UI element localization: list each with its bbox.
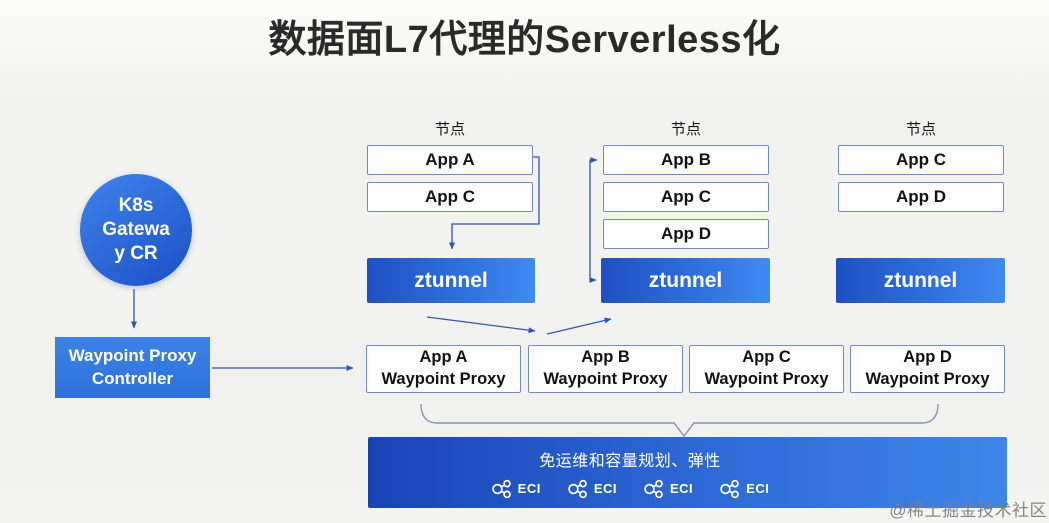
eci-item: ECI <box>567 479 617 499</box>
waypoint-proxy-app-c: App C Waypoint Proxy <box>689 345 844 393</box>
node-1-app-a: App A <box>367 145 533 175</box>
node-2-app-b: App B <box>603 145 769 175</box>
eci-cluster-icon <box>568 479 587 498</box>
node-2-label: 节点 <box>670 121 701 138</box>
eci-label: ECI <box>670 481 694 496</box>
arrow-waypoints-to-ztunnel2 <box>546 317 612 335</box>
eci-row: ECI ECI ECI ECI <box>491 479 770 499</box>
eci-cluster-icon <box>491 479 511 498</box>
node-3-ztunnel: ztunnel <box>836 258 1005 303</box>
controller-line: Controller <box>91 368 174 388</box>
wp-line1: App D <box>903 348 952 367</box>
arrow-node2-to-ztunnel <box>589 219 597 283</box>
serverless-bar-content: 免运维和容量规划、弹性 ECI ECI ECI ECI <box>368 437 892 508</box>
node-2-app-c: App C <box>603 182 769 212</box>
k8s-circle-line: K8s <box>118 195 154 217</box>
wp-line1: App A <box>419 348 468 367</box>
wp-line1: App C <box>742 348 791 367</box>
eci-cluster-icon <box>644 479 663 498</box>
wp-line2: Waypoint Proxy <box>381 370 506 388</box>
k8s-circle-line: y CR <box>114 242 158 264</box>
node-3-app-c: App C <box>838 145 1004 175</box>
node-3-app-d: App D <box>838 182 1004 212</box>
waypoint-proxy-controller-box: Waypoint Proxy Controller <box>55 337 210 398</box>
wp-line2: Waypoint Proxy <box>704 370 829 388</box>
eci-label: ECI <box>593 481 617 496</box>
node-1-ztunnel: ztunnel <box>367 258 535 303</box>
watermark: @稀土掘金技术社区 <box>889 501 1047 520</box>
eci-label: ECI <box>517 481 541 496</box>
node-1-label: 节点 <box>434 121 465 138</box>
k8s-circle-line: Gatewa <box>102 219 170 241</box>
waypoint-proxy-app-a: App A Waypoint Proxy <box>366 345 521 393</box>
wp-line1: App B <box>581 348 630 367</box>
eci-cluster-icon <box>720 479 740 498</box>
eci-item: ECI <box>719 479 769 499</box>
waypoint-proxy-app-d: App D Waypoint Proxy <box>850 345 1005 393</box>
node-2-app-d: App D <box>603 219 769 249</box>
node-2-ztunnel: ztunnel <box>601 258 770 303</box>
eci-item: ECI <box>643 479 693 499</box>
arrow-ztunnel1-to-waypoints <box>426 316 536 334</box>
wp-line2: Waypoint Proxy <box>543 370 668 388</box>
k8s-gateway-cr-node: K8s Gatewa y CR <box>80 174 192 286</box>
node-1-app-c: App C <box>367 182 533 212</box>
node-3-label: 节点 <box>905 121 936 138</box>
eci-item: ECI <box>491 479 541 499</box>
brace-waypoints-to-bar <box>420 403 939 438</box>
page-title: 数据面L7代理的Serverless化 <box>268 19 781 61</box>
eci-label: ECI <box>746 481 770 496</box>
arrow-node2-to-appb <box>589 157 598 219</box>
wp-line2: Waypoint Proxy <box>865 370 990 388</box>
controller-line: Waypoint Proxy <box>68 346 197 366</box>
serverless-eci-bar: 免运维和容量规划、弹性 ECI ECI ECI ECI <box>368 437 1007 508</box>
waypoint-proxy-app-b: App B Waypoint Proxy <box>528 345 683 393</box>
serverless-bar-caption: 免运维和容量规划、弹性 <box>539 452 721 470</box>
